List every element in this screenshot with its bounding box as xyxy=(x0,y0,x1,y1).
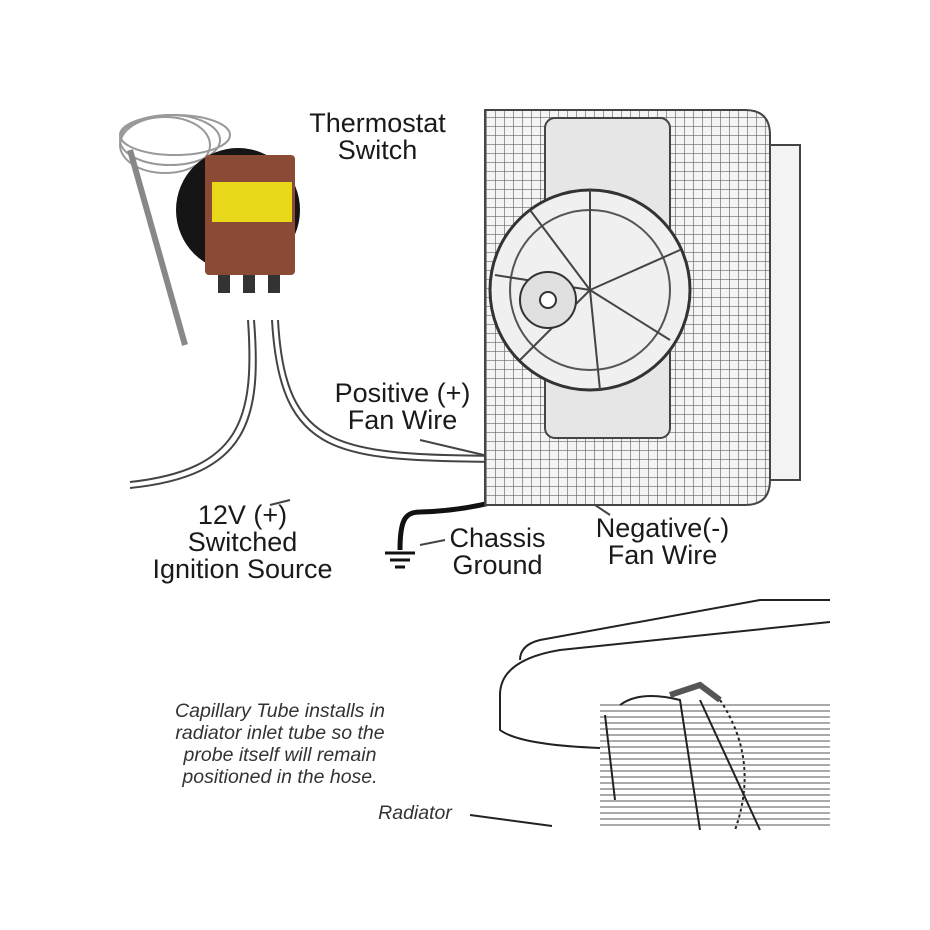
positive-fan-wire-label: Positive (+) Fan Wire xyxy=(315,380,490,434)
label-line: Negative(-) xyxy=(595,513,730,543)
thermostat-switch-label: Thermostat Switch xyxy=(290,110,465,164)
radiator-label: Radiator xyxy=(378,802,452,824)
radiator-fan xyxy=(484,109,801,506)
capillary-note: Capillary Tube installs in radiator inle… xyxy=(115,700,445,788)
label-line: 12V (+) xyxy=(197,500,288,530)
label-line: Fan Wire xyxy=(347,405,458,435)
label-line: Switch xyxy=(337,135,418,165)
label-line: Positive (+) xyxy=(334,378,471,408)
label-line: Switched xyxy=(187,527,298,557)
ignition-source-label: 12V (+) Switched Ignition Source xyxy=(130,502,355,583)
note-line: Capillary Tube installs in xyxy=(175,700,385,722)
radiator-illustration xyxy=(469,599,831,831)
ground-symbol-icon xyxy=(385,551,415,569)
note-line: radiator inlet tube so the xyxy=(175,722,385,744)
label-line: Chassis xyxy=(449,523,546,553)
label-line: Fan Wire xyxy=(607,540,718,570)
label-line: Ground xyxy=(452,550,543,580)
label-line: Thermostat xyxy=(309,108,446,138)
chassis-ground-label: Chassis Ground xyxy=(430,525,565,579)
thermostat-switch xyxy=(176,148,300,293)
note-line: probe itself will remain xyxy=(183,744,377,766)
negative-fan-wire-label: Negative(-) Fan Wire xyxy=(580,515,745,569)
label-line: Ignition Source xyxy=(152,554,333,584)
note-line: positioned in the hose. xyxy=(182,766,378,788)
capillary-coil xyxy=(119,114,231,346)
